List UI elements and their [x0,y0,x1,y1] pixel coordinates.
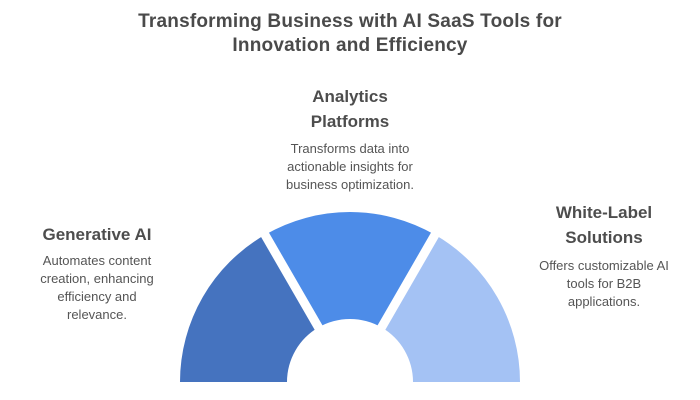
section-description-white-label-solutions: Offers customizable AI tools for B2B app… [539,258,669,309]
section-analytics-platforms: Analytics Platforms Transforms data into… [250,84,450,194]
chart-segment-gap [257,225,327,337]
section-generative-ai: Generative AI Automates content creation… [12,222,182,324]
section-heading-analytics-platforms: Analytics Platforms [310,87,390,131]
section-white-label-solutions: White-Label Solutions Offers customizabl… [518,200,690,311]
page-title: Transforming Business with AI SaaS Tools… [138,11,562,56]
chart-segment-analytics-platforms [265,212,435,328]
chart-segment-gap [373,225,443,337]
section-heading-generative-ai: Generative AI [42,225,152,244]
section-description-generative-ai: Automates content creation, enhancing ef… [40,253,154,322]
section-description-analytics-platforms: Transforms data into actionable insights… [286,141,414,192]
section-heading-white-label-solutions: White-Label Solutions [555,203,653,247]
